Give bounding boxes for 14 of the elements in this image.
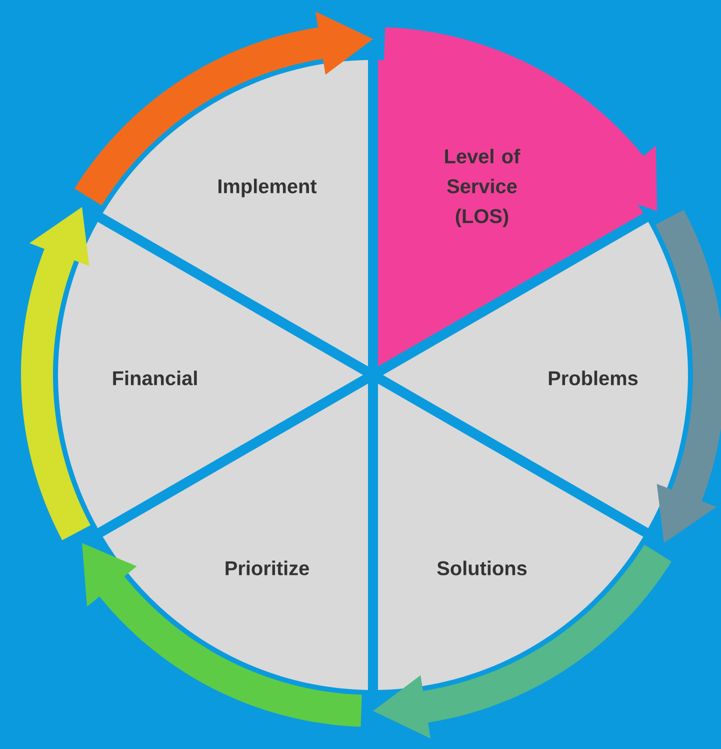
curved-arrow: [384, 27, 658, 211]
sector: Financial: [58, 222, 363, 528]
curved-arrow: [74, 12, 373, 206]
node-label: Prioritize: [226, 560, 309, 576]
node-label: Problems: [548, 370, 638, 386]
curved-arrow: [373, 544, 672, 738]
sector: Level of Service (LOS): [378, 60, 644, 366]
node-label: Financial: [113, 370, 197, 386]
node-label: Solutions: [437, 560, 527, 576]
curved-arrow: [656, 210, 721, 543]
curved-arrow: [21, 207, 90, 540]
node-label: Implement: [218, 178, 317, 198]
sector: Implement: [102, 60, 368, 366]
curved-arrow: [82, 543, 362, 727]
